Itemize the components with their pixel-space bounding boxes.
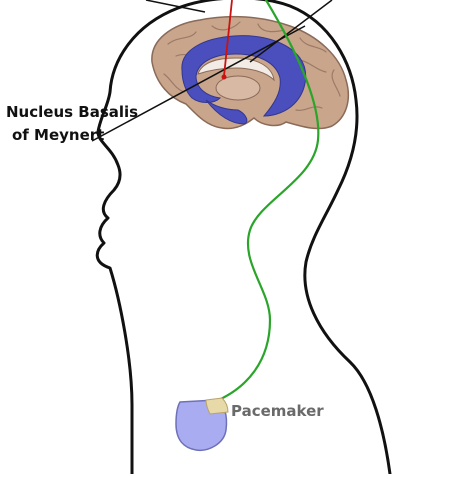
pacemaker-device	[175, 397, 229, 452]
pointer-line-nbm	[91, 25, 306, 142]
head-silhouette	[95, 0, 392, 476]
brain	[151, 15, 350, 130]
thalamus	[215, 75, 261, 101]
brain-tissue	[151, 15, 350, 130]
pointer-line-top-left	[145, 0, 206, 13]
probe-line	[223, 0, 233, 77]
target-point	[221, 74, 227, 80]
pacemaker-header	[205, 397, 229, 415]
label-target-line1: Nucleus Basalis	[6, 103, 139, 121]
temporal-ventricle	[205, 99, 248, 125]
label-device: Pacemaker	[231, 402, 324, 420]
pointer-line-top-right	[249, 0, 333, 63]
lead-wire	[212, 0, 320, 404]
label-target-line2: of Meynert	[12, 126, 105, 144]
